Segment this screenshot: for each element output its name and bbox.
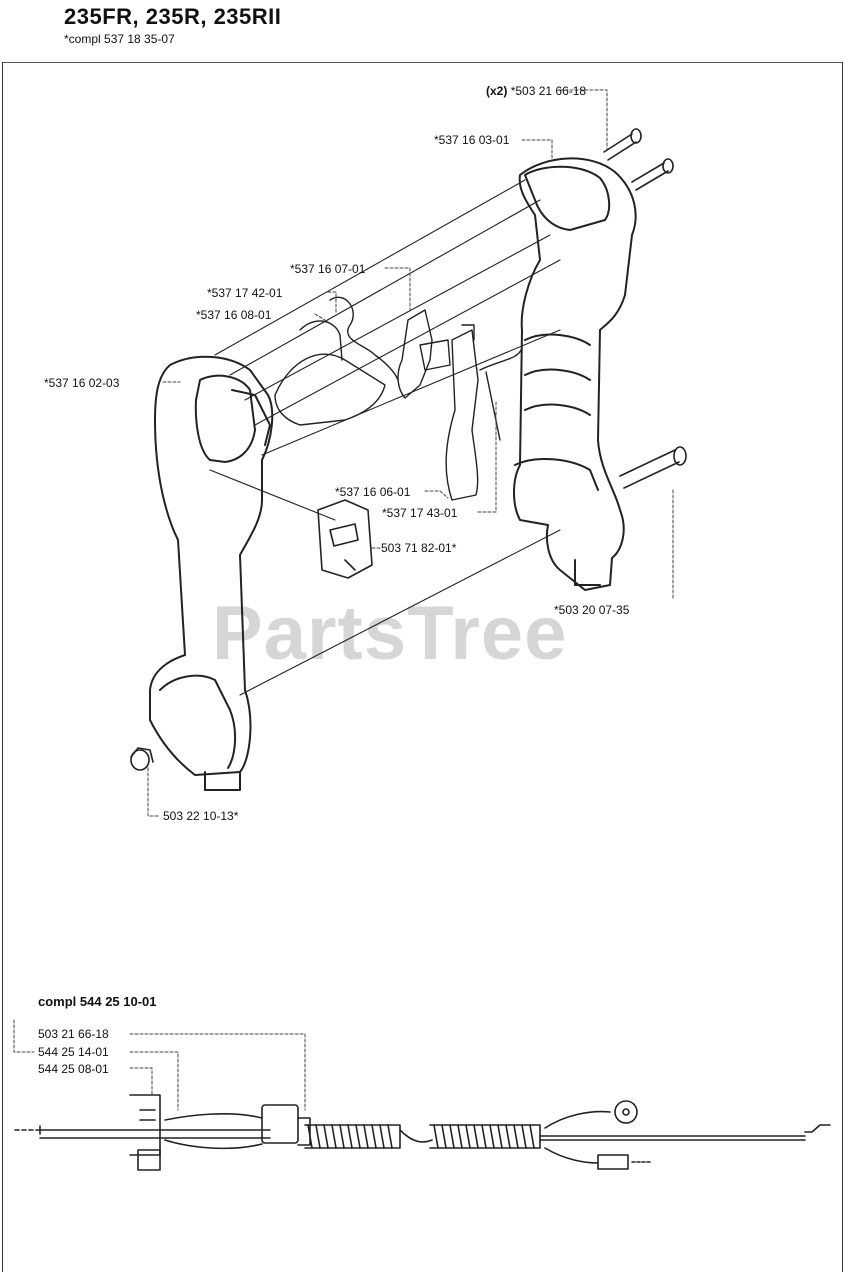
label-nut: 503 22 10-13* [163, 809, 239, 823]
label-lever-a: *537 16 07-01 [290, 262, 366, 276]
label-bolt-number: *503 21 66-18 [510, 84, 587, 98]
cable-assembly-drawing [14, 1094, 831, 1171]
label-handle-right: *537 16 03-01 [434, 133, 510, 147]
cable-item-3: 544 25 08-01 [38, 1062, 109, 1076]
cable-leader-lines [13, 1019, 306, 1111]
switch-component [317, 499, 373, 579]
cable-assembly-title: compl 544 25 10-01 [38, 994, 157, 1009]
frame-right-line [842, 62, 843, 1272]
throttle-internals [274, 296, 523, 501]
label-bolt-long: *503 20 07-35 [554, 603, 630, 617]
leader-lines [147, 89, 674, 817]
long-bolt [619, 446, 687, 489]
cable-item-1: 503 21 66-18 [38, 1027, 109, 1041]
label-handle-left: *537 16 02-03 [44, 376, 120, 390]
label-switch-cover: *537 16 06-01 [335, 485, 411, 499]
label-spring-b: *537 17 43-01 [382, 506, 458, 520]
frame-left-line [2, 62, 3, 1272]
label-switch: 503 71 82-01* [381, 541, 457, 555]
label-pivot: *537 16 08-01 [196, 308, 272, 322]
cable-item-2: 544 25 14-01 [38, 1045, 109, 1059]
assembly-lines [209, 179, 561, 696]
diagram-title: 235FR, 235R, 235RII [64, 4, 282, 29]
label-spring-a: *537 17 42-01 [207, 286, 283, 300]
nut [130, 747, 154, 771]
left-handle-half [149, 355, 274, 791]
watermark: PartsTree [212, 591, 568, 676]
label-bolt-qty: (x2) [486, 84, 508, 98]
label-bolt-top: (x2) *503 21 66-18 [486, 84, 586, 98]
top-bolts [603, 128, 674, 191]
right-handle-half [513, 157, 637, 591]
diagram-subtitle: *compl 537 18 35-07 [64, 32, 175, 46]
frame-top-line [2, 62, 843, 63]
